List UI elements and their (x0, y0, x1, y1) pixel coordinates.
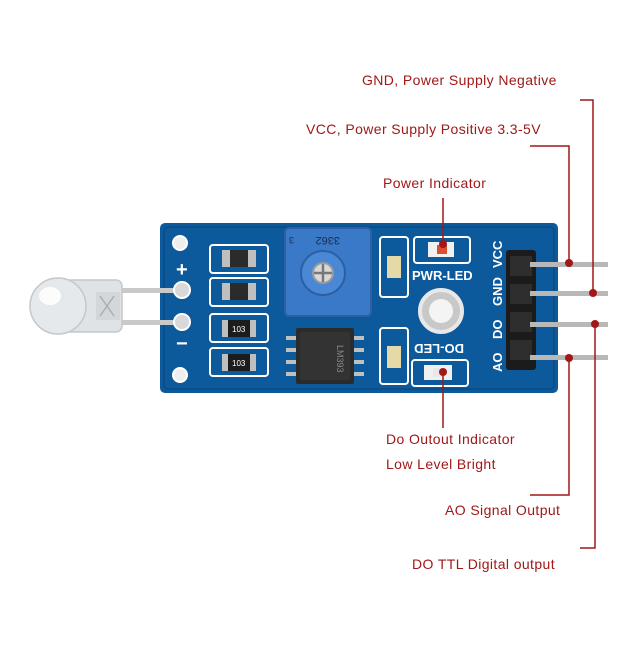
resistor-1-code: 103 (232, 325, 246, 334)
led-lead-top (116, 288, 190, 293)
potentiometer: 3362 3 (284, 227, 372, 317)
photo-led (29, 277, 123, 335)
pin-label-ao: AO (490, 353, 505, 373)
power-indicator-annotation: Power Indicator (383, 175, 487, 191)
capacitor-2 (222, 283, 256, 300)
outline-r1 (209, 313, 269, 343)
pin-do[interactable] (530, 322, 608, 327)
leader-gnd (580, 99, 594, 292)
do-led-label: DO-LED (414, 341, 464, 356)
gnd-annotation: GND, Power Supply Negative (362, 72, 557, 88)
pin-gnd[interactable] (530, 291, 608, 296)
led-pad-plus (173, 281, 191, 299)
outline-cap-bottom (379, 327, 409, 385)
resistor-1: 103 (222, 320, 256, 337)
leader-dots (439, 240, 599, 376)
led-pad-minus (173, 313, 191, 331)
vcc-annotation: VCC, Power Supply Positive 3.3-5V (306, 121, 541, 137)
pin-label-vcc: VCC (490, 240, 505, 268)
capacitor-1 (222, 250, 256, 267)
outline-r2 (209, 347, 269, 377)
mount-hole-top (172, 235, 188, 251)
do-indicator-annotation: Do Outout Indicator (386, 431, 515, 447)
mount-hole-center-inner (429, 299, 453, 323)
outline-pwr-led (413, 236, 471, 264)
cap-top (387, 256, 401, 278)
ao-annotation: AO Signal Output (445, 502, 561, 518)
mount-hole-bottom (172, 367, 188, 383)
outline-c1 (209, 244, 269, 274)
outline-cap-top (379, 236, 409, 298)
minus-label: − (176, 333, 188, 355)
do-led-die (433, 368, 443, 377)
leader-ao (530, 358, 570, 496)
pwr-led-die (437, 245, 447, 254)
pot-index: 3 (289, 235, 294, 245)
resistor-2-code: 103 (232, 359, 246, 368)
do-annotation: DO TTL Digital output (412, 556, 556, 572)
comparator-chip: LM393 (286, 328, 364, 384)
leader-do (580, 324, 596, 549)
pot-code: 3362 (316, 234, 340, 246)
leader-vcc (530, 145, 570, 263)
outline-do-led (411, 359, 469, 387)
led-lead-bottom (116, 320, 190, 325)
do-indicator-annotation-sub: Low Level Bright (386, 456, 496, 472)
plus-label: + (176, 259, 188, 281)
pin-label-do: DO (490, 320, 505, 340)
pin-label-gnd: GND (490, 277, 505, 306)
resistor-2: 103 (222, 354, 256, 371)
leader-lines (442, 99, 596, 549)
cap-bottom (387, 346, 401, 368)
pwr-led-label: PWR-LED (412, 268, 473, 283)
chip-marking: LM393 (335, 345, 345, 373)
outline-c2 (209, 277, 269, 307)
